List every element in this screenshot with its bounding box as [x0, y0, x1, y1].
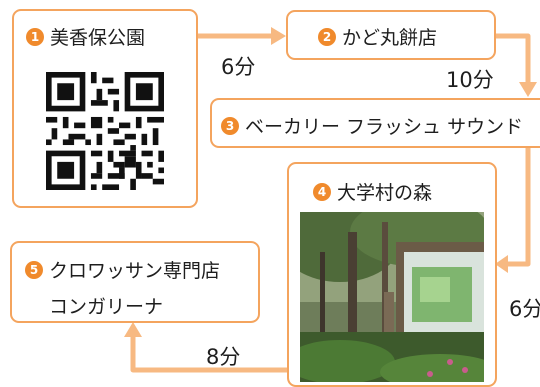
travel-time-1-2: 6分	[221, 55, 256, 79]
stop-5-name: クロワッサン専門店	[49, 260, 221, 282]
stop-1-label: 1 美香保公園	[26, 23, 145, 50]
stop-1-number: 1	[26, 27, 44, 46]
arrow-3-to-4	[505, 148, 531, 267]
stop-3-number: 3	[221, 116, 239, 135]
stop-1-name: 美香保公園	[50, 27, 146, 49]
stop-5-label: 5 クロワッサン専門店	[25, 256, 220, 283]
stop-5-box	[10, 241, 260, 323]
travel-time-4-5: 8分	[206, 345, 241, 369]
stop-4-number: 4	[313, 182, 331, 201]
stop-5-number: 5	[25, 260, 43, 279]
arrow-4-to-5	[130, 336, 298, 373]
travel-time-3-4: 6分	[509, 297, 540, 321]
stop-3-box	[210, 98, 540, 148]
stop-2-label: 2 かど丸餅店	[318, 23, 437, 50]
arrow-2-to-3	[496, 33, 531, 84]
travel-time-2-3: 10分	[446, 68, 494, 92]
stop-5-name-line2: コンガリーナ	[49, 296, 164, 318]
stop-4-name: 大学村の森	[337, 182, 433, 204]
qr-code-icon	[46, 72, 164, 190]
stop-2-number: 2	[318, 27, 336, 46]
forest-photo	[300, 212, 484, 382]
stop-3-name: ベーカリー フラッシュ サウンド	[245, 116, 524, 138]
stop-3-label: 3 ベーカリー フラッシュ サウンド	[221, 112, 540, 139]
stop-2-name: かど丸餅店	[342, 27, 438, 49]
stop-4-label: 4 大学村の森	[313, 178, 432, 205]
